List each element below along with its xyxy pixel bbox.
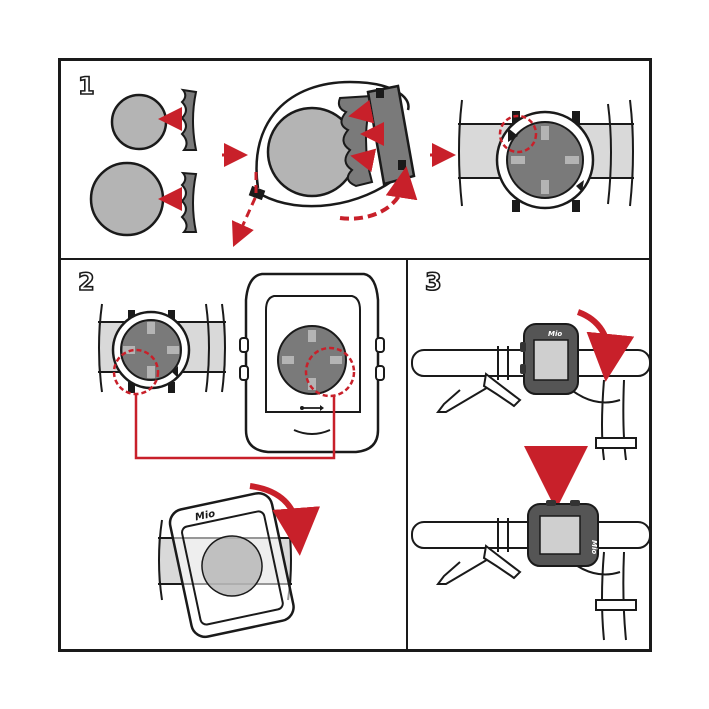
- step-number-1: 1: [78, 72, 95, 100]
- arrow-icon: [360, 112, 370, 114]
- device-front-locked: Mio: [528, 500, 598, 566]
- mounted-mount-on-bar: [458, 100, 634, 212]
- panel-1: [91, 82, 634, 236]
- device-brand-logo: Mio: [548, 330, 562, 338]
- large-mount-disc: [91, 163, 163, 235]
- rubber-pad-small: [182, 90, 196, 150]
- pull-strap-arrow-icon: [238, 172, 256, 236]
- strap-clip: [398, 160, 406, 170]
- device-mounted-rotating: Mio: [158, 486, 298, 639]
- device-back: [240, 274, 384, 452]
- device-front-sideways: Mio: [520, 324, 578, 394]
- step-number-3: 3: [425, 268, 442, 296]
- panel-2: Mio: [98, 274, 384, 639]
- large-disc-group: [91, 163, 196, 235]
- small-disc-group: [112, 90, 196, 150]
- rubber-pad-large: [182, 173, 196, 232]
- strap-clip: [376, 88, 384, 98]
- step-number-2: 2: [78, 268, 95, 296]
- mount-on-bar: [98, 304, 226, 394]
- small-mount-disc: [112, 95, 166, 149]
- panel-3: Mio Mio: [412, 312, 650, 640]
- device-brand-logo: Mio: [590, 540, 598, 554]
- arrow-icon: [362, 158, 372, 160]
- strap-assembly: [238, 82, 414, 236]
